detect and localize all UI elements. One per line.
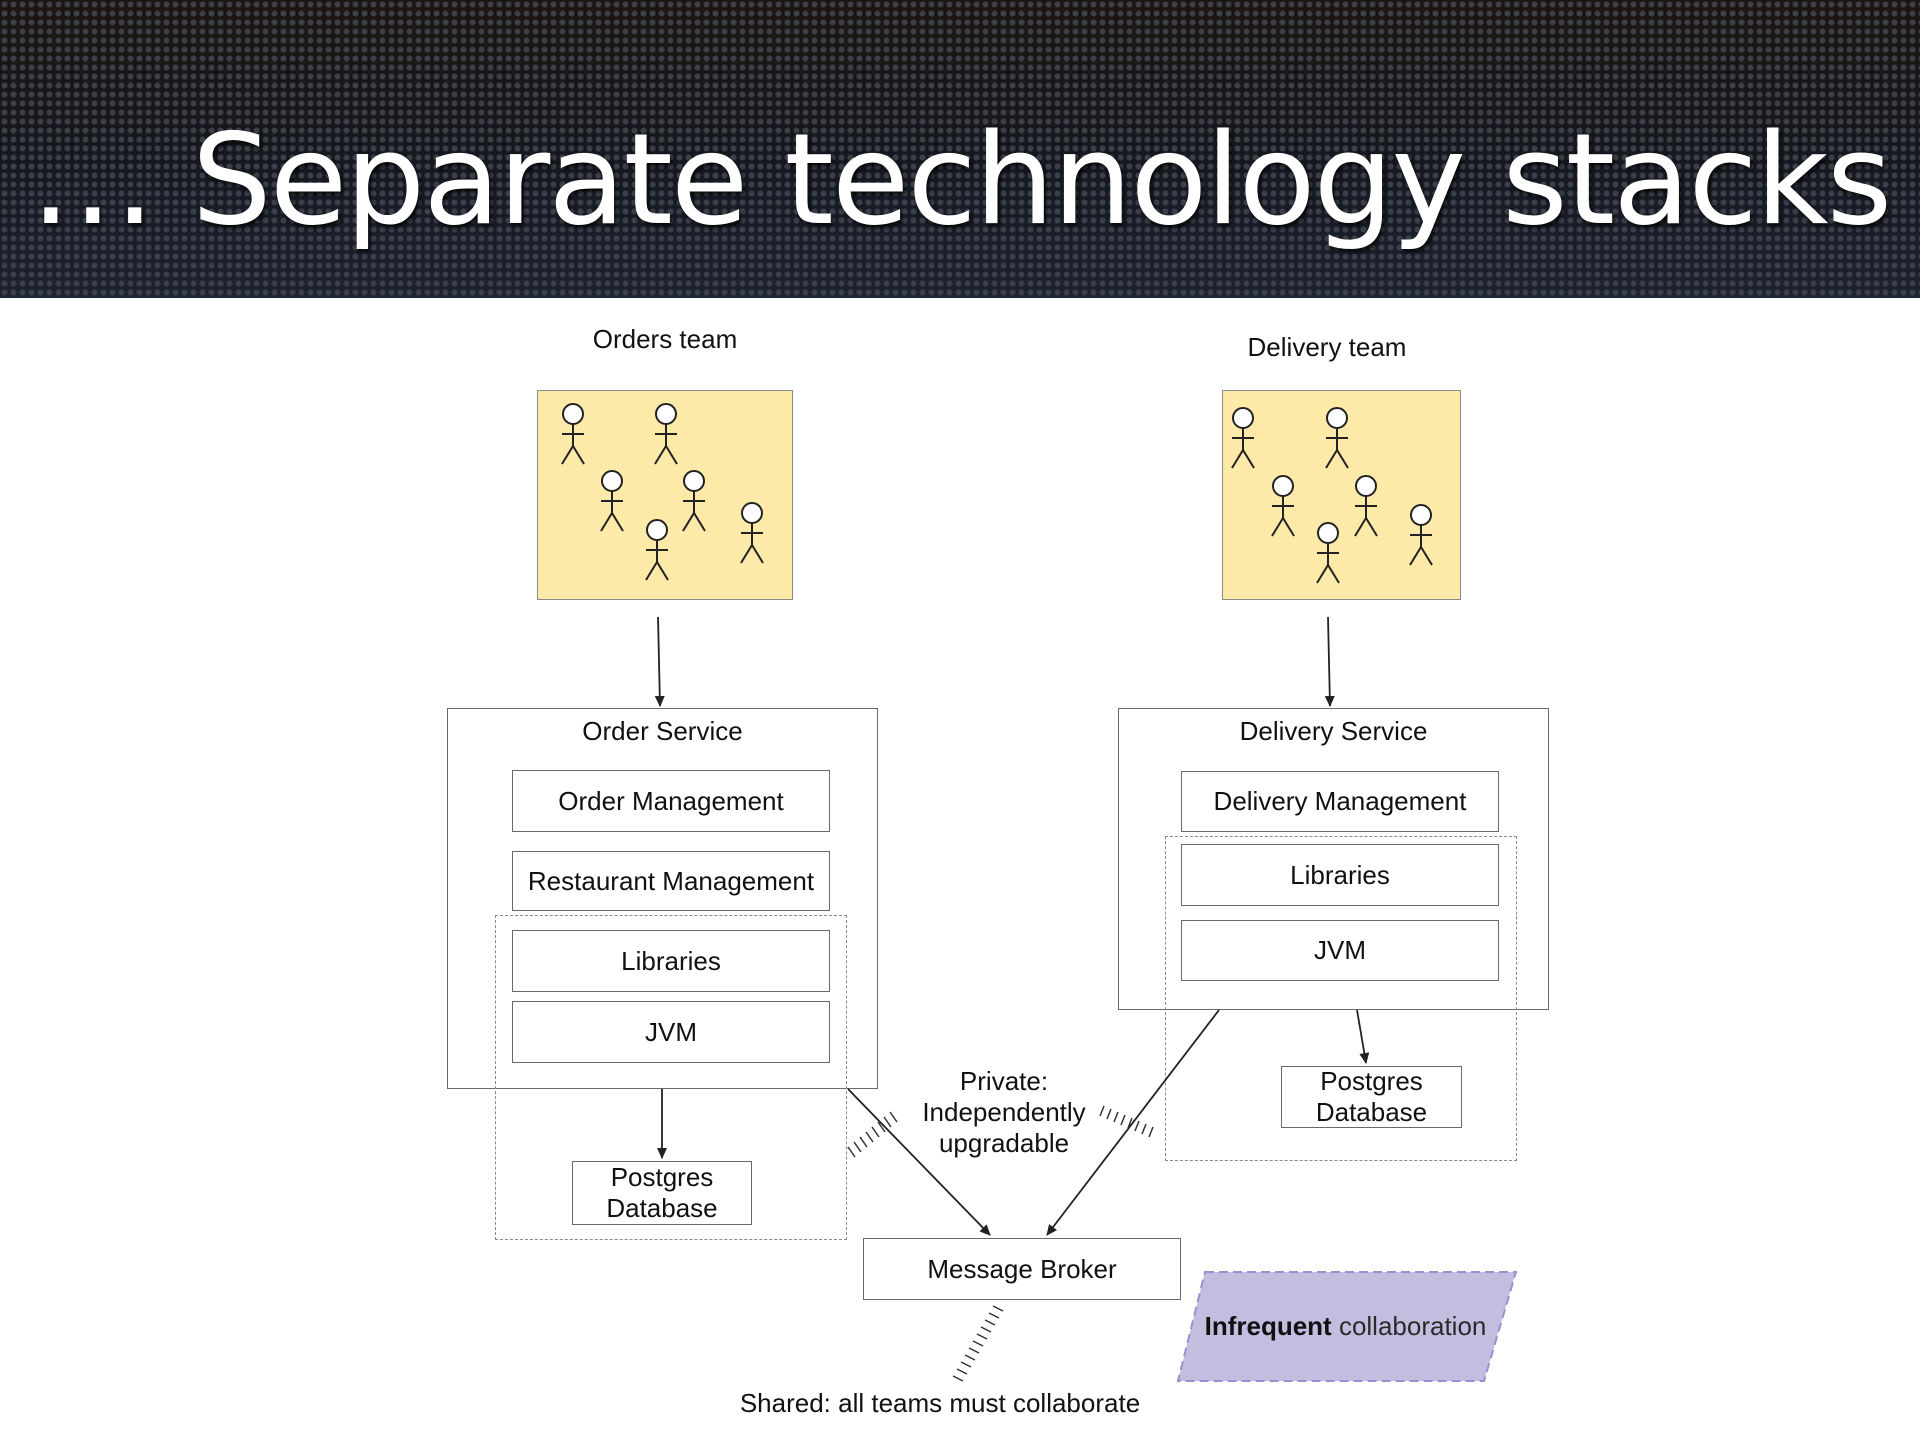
orders-team-people-icon <box>561 403 764 581</box>
orders-team-box <box>537 390 793 600</box>
delivery-team-label: Delivery team <box>1247 332 1407 362</box>
title-banner: … Separate technology stacks <box>0 0 1920 298</box>
shared-note: Shared: all teams must collaborate <box>739 1388 1141 1418</box>
order-postgres-database-box: Postgres Database <box>572 1161 752 1225</box>
slide-title: … Separate technology stacks <box>29 106 1893 253</box>
callout-bold-text: Infrequent <box>1204 1311 1332 1341</box>
delivery-management-box: Delivery Management <box>1181 771 1499 832</box>
order-jvm-box: JVM <box>512 1001 830 1063</box>
shared-hatch-icon <box>952 1305 1004 1382</box>
delivery-service-title: Delivery Service <box>1239 716 1428 746</box>
delivery-team-to-delivery-service-arrow <box>1324 616 1335 707</box>
order-libraries-box: Libraries <box>512 930 830 992</box>
delivery-libraries-box: Libraries <box>1181 844 1499 906</box>
delivery-postgres-database-box: Postgres Database <box>1281 1066 1462 1128</box>
order-service-title: Order Service <box>582 716 743 746</box>
delivery-team-people-icon <box>1231 407 1433 584</box>
callout-rest-text: collaboration <box>1331 1311 1487 1341</box>
infrequent-collaboration-callout: Infrequent collaboration <box>1183 1311 1508 1342</box>
delivery-jvm-box: JVM <box>1181 920 1499 981</box>
delivery-team-box <box>1222 390 1461 600</box>
message-broker-box: Message Broker <box>863 1238 1181 1300</box>
order-management-box: Order Management <box>512 770 830 832</box>
orders-team-to-order-service-arrow <box>654 616 665 707</box>
orders-team-label: Orders team <box>592 324 738 354</box>
delivery-private-stack-boundary <box>1165 836 1517 1161</box>
restaurant-management-box: Restaurant Management <box>512 851 830 911</box>
private-note: Private: Independently upgradable <box>922 1066 1086 1158</box>
order-private-stack-boundary <box>495 915 847 1240</box>
